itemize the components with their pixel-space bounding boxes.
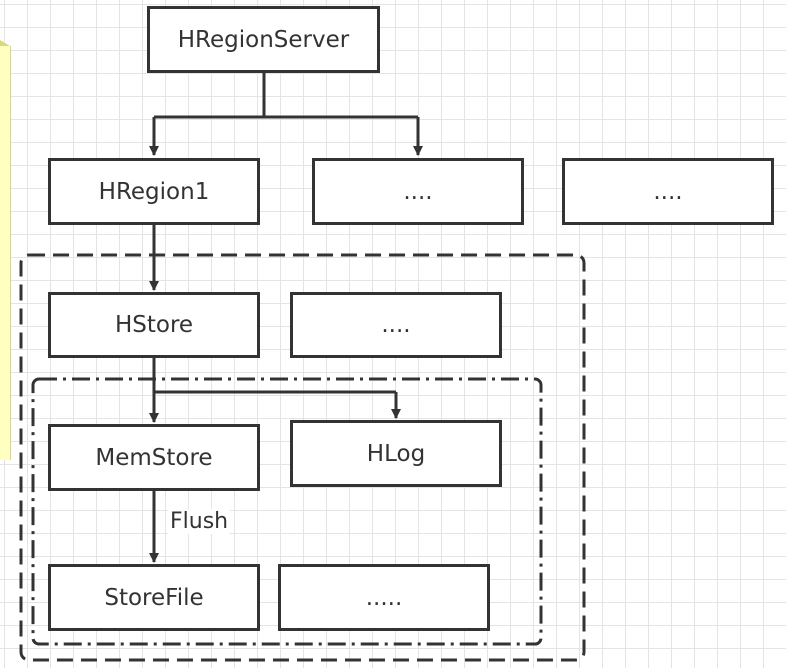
- node-hlog: HLog: [290, 420, 502, 487]
- node-hstore: HStore: [48, 292, 260, 358]
- node-region-more-2: ....: [562, 158, 774, 225]
- node-store-more: ....: [290, 292, 502, 358]
- store-container: [31, 377, 543, 646]
- node-hregionserver: HRegionServer: [147, 6, 380, 73]
- node-region-more-1: ....: [312, 158, 524, 225]
- note-strip: [0, 46, 11, 460]
- node-hregion1: HRegion1: [48, 158, 260, 225]
- region-container: [19, 253, 586, 662]
- node-memstore: MemStore: [48, 424, 260, 491]
- flush-label: Flush: [168, 509, 231, 534]
- node-storefile-more: .....: [278, 564, 490, 631]
- note-strip-tip: [0, 40, 10, 46]
- node-storefile: StoreFile: [48, 564, 260, 631]
